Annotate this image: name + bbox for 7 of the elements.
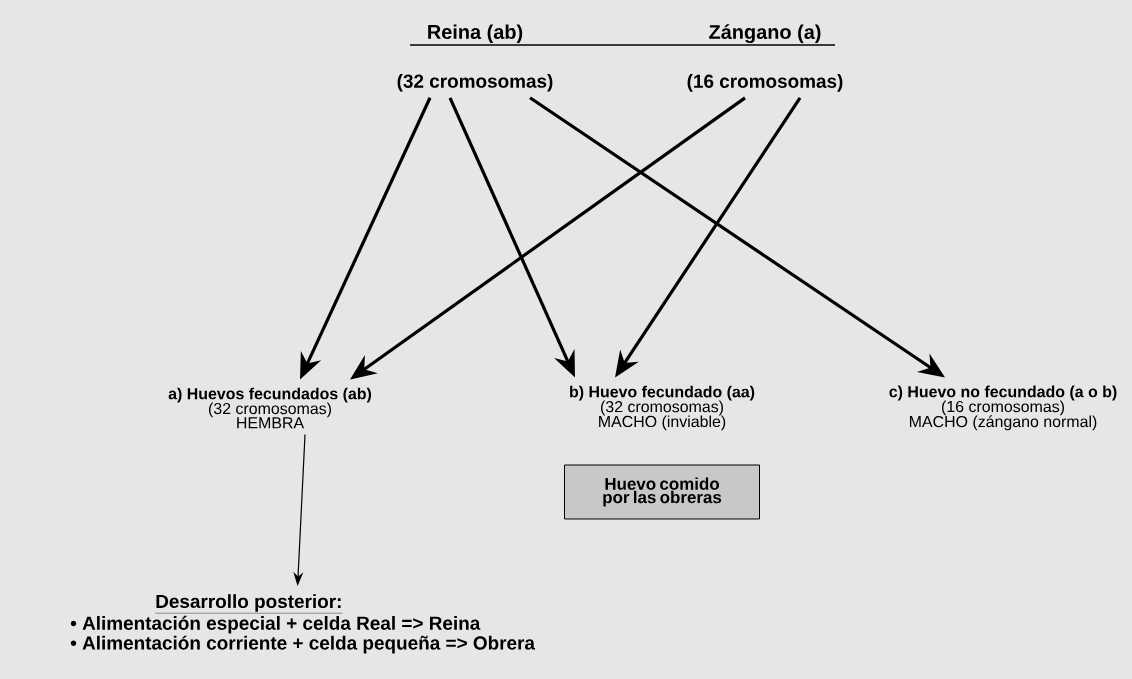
egg-label: b) Huevo fecundado (aa) (32 cromosomas) MACHO (inviable) [570,385,755,431]
egg-label: c) Huevo no fecundado (a o b) (16 cromosomas) MACHO (zángano normal) [889,385,1117,431]
note-box: Huevo comido por las obreras [564,464,760,520]
parent-label: Zángano (a) (16 cromosomas) [619,24,843,92]
egg-label: a) Huevos fecundados (ab) (32 cromosomas) HEMBRA [168,387,372,429]
parent-label: Reina (ab) (32 cromosomas) [397,24,621,92]
development-list: Desarrollo posterior: • Alimentación especial + celda Real => Reina • Alimentación corriente + celda pequeña => Obrera [70,594,536,654]
